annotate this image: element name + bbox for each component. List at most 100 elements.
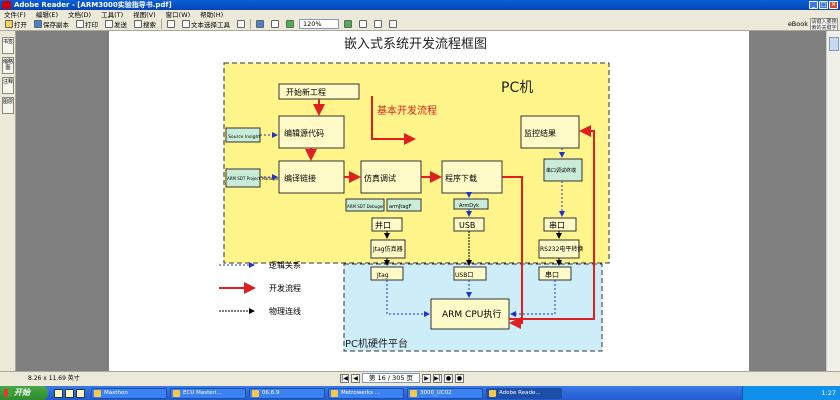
sdt-debuger-label: ARM SDT Debuger: [347, 204, 384, 209]
toolbar-separator: [161, 19, 162, 29]
page-navigation: |◀ ◀ 第 16 / 305 页 ▶ ▶| ● ●: [340, 373, 464, 383]
tab-layers[interactable]: 图层: [2, 97, 14, 114]
ebook-button[interactable]: eBook: [787, 20, 808, 28]
tab-thumbnails[interactable]: 缩略图: [2, 57, 14, 74]
document-area[interactable]: 嵌入式系统开发流程框图 PC机 PC机硬件平台 开始新工程 编辑源代码 编译链接…: [16, 31, 826, 371]
basic-flow-label: 基本开发流程: [377, 104, 437, 117]
toolbar: 打开 保存副本 打印 发送 搜索 文本选择工具 120%: [0, 18, 840, 31]
jtag-emulator-box: [370, 239, 406, 259]
armdyk-label: ArmDyk: [459, 203, 479, 209]
rotate-button[interactable]: [387, 19, 399, 30]
zoom-out-icon: [271, 20, 279, 28]
page-number-field[interactable]: 第 16 / 305 页: [362, 373, 420, 383]
system-tray-clock[interactable]: 1:27: [742, 386, 840, 400]
adobe-reader-icon: [2, 1, 11, 9]
save-icon: [34, 20, 42, 28]
previous-page-button[interactable]: ◀: [351, 373, 360, 383]
status-bar: [0, 371, 840, 386]
serial-pc-label: 串口: [549, 221, 565, 230]
tab-comments[interactable]: 注释: [2, 77, 14, 94]
usb-pc-label: USB: [459, 221, 475, 230]
jtag-emulator-label: Jtag仿真器: [372, 245, 403, 253]
save-copy-button[interactable]: 保存副本: [32, 19, 71, 30]
help-search-box[interactable]: 请键入要搜索的关键字: [810, 18, 838, 31]
armjtagf-label: armJtagF: [389, 204, 412, 210]
zoom-level-field[interactable]: 120%: [299, 19, 339, 29]
menu-edit[interactable]: 编辑(E): [35, 11, 58, 19]
edit-source-label: 编辑源代码: [284, 128, 324, 138]
zoom-in-button[interactable]: [254, 19, 266, 30]
taskbar-item-folder[interactable]: 06.6.9: [249, 387, 325, 399]
page-size-indicator: 8.26 x 11.69 英寸: [28, 375, 80, 382]
taskbar-item-metrowerks[interactable]: Metrowerks ...: [328, 387, 404, 399]
menu-tools[interactable]: 工具(T): [101, 11, 124, 19]
source-insight-label: Source Insight: [228, 134, 260, 140]
usb-board-box: [453, 266, 487, 281]
usb-board-label: USB口: [455, 272, 473, 279]
text-select-button[interactable]: 文本选择工具: [180, 19, 232, 30]
monitor-result-label: 监控结果: [524, 128, 556, 138]
quick-launch-icon[interactable]: [76, 388, 85, 398]
serial-terminal-box: [543, 158, 583, 182]
parallel-port-label: 并口: [375, 220, 391, 230]
title-bar: Adobe Reader - [ARM3000实验指导书.pdf] _ □ ×: [0, 0, 840, 10]
menu-bar: 文件(F) 编辑(E) 文档(D) 工具(T) 视图(V) 窗口(W) 帮助(H…: [0, 10, 840, 19]
tab-bookmarks[interactable]: 书签: [2, 37, 14, 54]
plus-icon: [344, 20, 352, 28]
go-back-button[interactable]: ●: [444, 373, 453, 383]
first-page-button[interactable]: |◀: [340, 373, 349, 383]
hand-icon: [167, 20, 175, 28]
next-page-button[interactable]: ▶: [422, 373, 431, 383]
print-button[interactable]: 打印: [74, 19, 100, 30]
quick-launch-icon[interactable]: [54, 388, 63, 398]
menu-window[interactable]: 窗口(W): [165, 11, 191, 19]
taskbar-item-adobe-reader[interactable]: Adobe Reade...: [486, 387, 562, 399]
zoom-in-icon: [256, 20, 264, 28]
program-download-label: 程序下载: [445, 173, 477, 183]
arm-cpu-label: ARM CPU执行: [442, 308, 501, 320]
diagram-title: 嵌入式系统开发流程框图: [344, 36, 487, 52]
fit-page-button[interactable]: [357, 19, 369, 30]
zoom-minus-button[interactable]: [284, 19, 296, 30]
fit-width-button[interactable]: [372, 19, 384, 30]
maximize-button[interactable]: □: [819, 1, 828, 9]
menu-help[interactable]: 帮助(H): [200, 11, 224, 19]
minimize-button[interactable]: _: [809, 1, 818, 9]
taskbar-item-maxthon[interactable]: Maxthon: [91, 387, 167, 399]
quick-launch-icon[interactable]: [65, 388, 74, 398]
send-button[interactable]: 发送: [103, 19, 129, 30]
folder-icon: [5, 20, 13, 28]
taskbar-item-3000[interactable]: 3000_UC02: [407, 387, 483, 399]
simulate-debug-box: [360, 160, 422, 194]
text-cursor-icon: [182, 20, 190, 28]
menu-view[interactable]: 视图(V): [133, 11, 156, 19]
menu-file[interactable]: 文件(F): [4, 11, 26, 19]
menu-document[interactable]: 文档(D): [68, 11, 92, 19]
arm-sdt-label: ARM SDT Project Manager: [227, 176, 279, 181]
go-forward-button[interactable]: ●: [455, 373, 464, 383]
vertical-scrollbar[interactable]: [826, 31, 840, 371]
scrollbar-thumb[interactable]: [829, 37, 839, 51]
edit-source-box: [278, 115, 345, 149]
taskbar-item-ecu[interactable]: ECU Masteri...: [170, 387, 246, 399]
close-button[interactable]: ×: [829, 1, 838, 9]
snapshot-button[interactable]: [235, 19, 247, 30]
zoom-out-button[interactable]: [269, 19, 281, 30]
printer-icon: [76, 20, 84, 28]
simulate-debug-label: 仿真调试: [364, 173, 396, 183]
basic-flow-arrow: [371, 96, 416, 145]
arm-sdt-box: [225, 168, 261, 188]
last-page-button[interactable]: ▶|: [433, 373, 442, 383]
serial-board-label: 串口: [545, 271, 559, 279]
open-button[interactable]: 打开: [3, 19, 29, 30]
start-button[interactable]: 开始: [0, 386, 48, 400]
new-project-label: 开始新工程: [286, 87, 326, 97]
pdf-page: 嵌入式系统开发流程框图 PC机 PC机硬件平台 开始新工程 编辑源代码 编译链接…: [109, 31, 749, 371]
quick-launch: [54, 388, 85, 398]
mail-icon: [105, 20, 113, 28]
hand-tool-button[interactable]: [165, 19, 177, 30]
zoom-plus-button[interactable]: [342, 19, 354, 30]
search-button[interactable]: 搜索: [132, 19, 158, 30]
serial-pc-box: [543, 217, 577, 232]
program-download-box: [441, 160, 503, 194]
